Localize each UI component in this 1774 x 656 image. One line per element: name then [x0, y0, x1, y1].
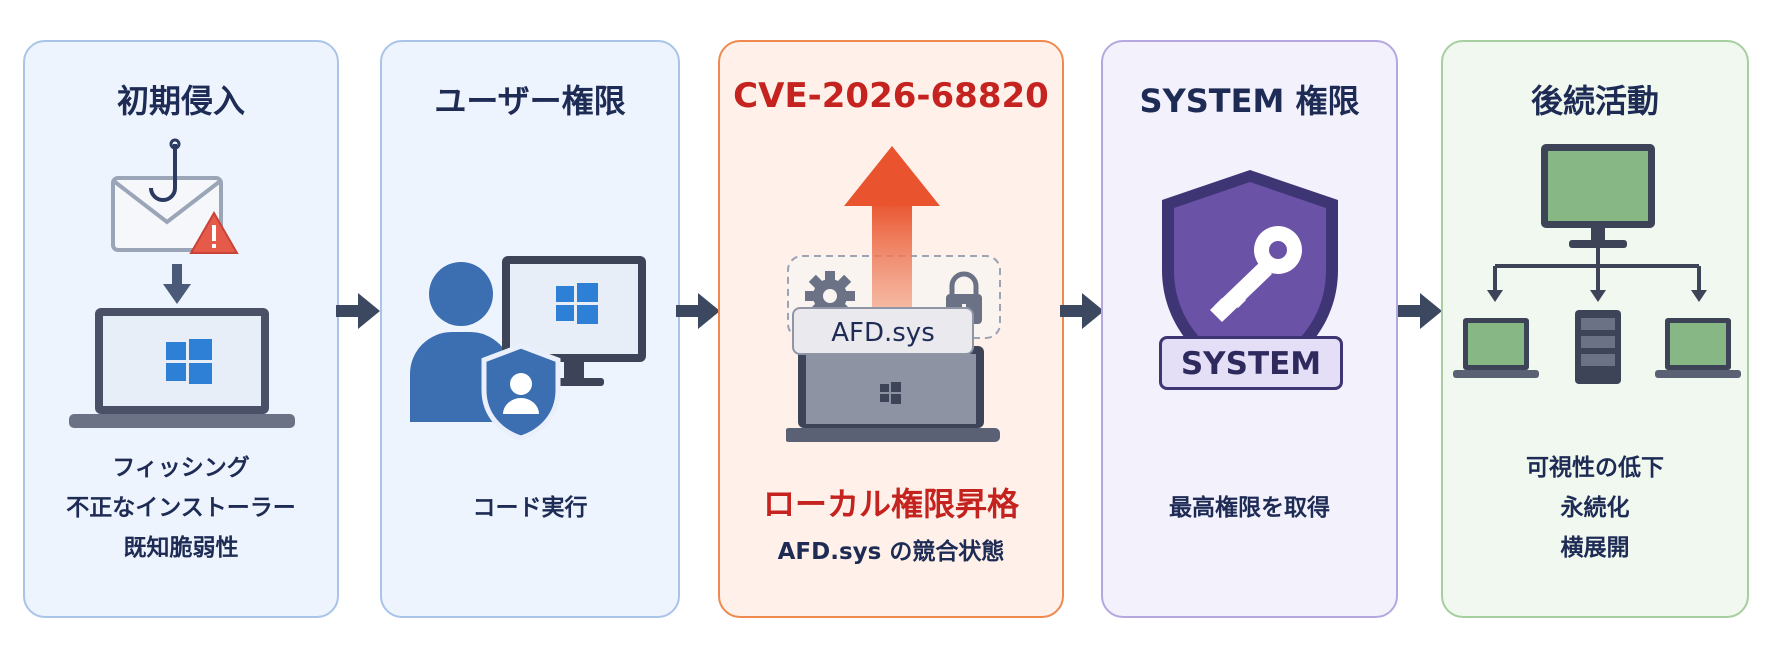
down-arrow-icon: [163, 264, 191, 304]
driver-label: AFD.sys: [792, 307, 974, 355]
warning-icon: [189, 210, 239, 254]
network-spread-graphic: [1453, 144, 1741, 384]
shield-key-icon: [1162, 170, 1338, 386]
desc-line-1: AFD.sys の競合状態: [777, 539, 1005, 565]
panel-system-privilege: SYSTEM 権限 SYSTEM 最高権限を取得: [1101, 40, 1398, 618]
privilege-escalation-graphic: [786, 146, 1001, 442]
desc-line-1: コード実行: [472, 495, 588, 521]
desc-line-3: 既知脆弱性: [123, 535, 239, 561]
flow-arrow-icon: [1398, 293, 1442, 329]
panel-user-privilege: ユーザー権限 コード実行: [380, 40, 680, 618]
desc-line-2: 不正なインストーラー: [66, 495, 296, 521]
laptop-windows-icon: [69, 308, 295, 428]
desc-line-2: 永続化: [1560, 495, 1630, 521]
desc-line-1: 可視性の低下: [1526, 455, 1664, 481]
panel-title: 後続活動: [1530, 82, 1659, 120]
panel-title: ユーザー権限: [434, 82, 626, 120]
desc-line-3: 横展開: [1560, 535, 1630, 561]
desc-line-1: 最高権限を取得: [1169, 495, 1330, 521]
flow-arrow-icon: [1060, 293, 1104, 329]
panel-initial-access: 初期侵入 フィッシング 不正なインストーラー 既知脆弱性: [23, 40, 339, 618]
system-badge: SYSTEM: [1159, 336, 1343, 390]
monitor-windows-icon: [502, 256, 646, 386]
panel-title: CVE-2026-68820: [733, 76, 1049, 116]
desc-line-1: フィッシング: [112, 455, 250, 481]
panel-title: SYSTEM 権限: [1139, 82, 1360, 120]
highlight-text: ローカル権限昇格: [762, 485, 1019, 523]
shield-user-icon: [481, 343, 561, 441]
flow-arrow-icon: [336, 293, 380, 329]
panel-post-activity: 後続活動: [1441, 40, 1749, 618]
phishing-email-icon: [111, 138, 223, 252]
panel-cve: CVE-2026-68820: [718, 40, 1064, 618]
flow-arrow-icon: [676, 293, 720, 329]
panel-title: 初期侵入: [116, 82, 245, 120]
